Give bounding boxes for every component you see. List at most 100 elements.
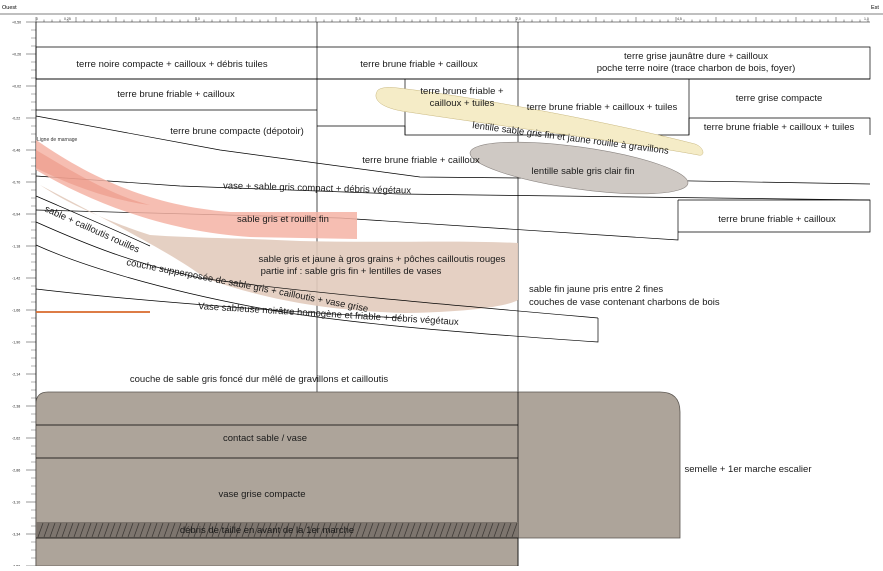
hatch-line: [229, 522, 236, 538]
hatch-line: [97, 522, 104, 538]
hatch-line: [223, 522, 230, 538]
hatch-line: [193, 522, 200, 538]
hatch-line: [439, 522, 446, 538]
depth-label: -1,90: [12, 340, 20, 344]
hatch-line: [301, 522, 308, 538]
hatch-line: [169, 522, 176, 538]
hatch-line: [379, 522, 386, 538]
layer-label: terre brune friable + cailloux: [718, 214, 836, 225]
hatch-line: [295, 522, 302, 538]
hatch-line: [187, 522, 194, 538]
hatch-line: [283, 522, 290, 538]
layer-label: semelle + 1er marche escalier: [685, 464, 812, 475]
hatch-line: [79, 522, 86, 538]
depth-label: -3,10: [12, 500, 20, 504]
hatch-line: [325, 522, 332, 538]
east-label: Est: [871, 5, 879, 11]
hatch-line: [475, 522, 482, 538]
hatch-line: [247, 522, 254, 538]
top-scale-label: 0,25: [64, 17, 71, 21]
marnage-label: Ligne de marnage: [37, 137, 78, 143]
hatch-line: [307, 522, 314, 538]
hatch-line: [145, 522, 152, 538]
hatch-line: [319, 522, 326, 538]
depth-label: -1,42: [12, 276, 20, 280]
hatch-line: [163, 522, 170, 538]
debris-band: [36, 522, 518, 538]
layer-label: terre brune friable + cailloux + tuiles: [527, 102, 678, 113]
hatch-line: [211, 522, 218, 538]
layer-label: terre grise jaunâtre dure + cailloux: [624, 51, 768, 62]
hatch-line: [499, 522, 506, 538]
hatch-line: [463, 522, 470, 538]
hatch-line: [49, 522, 56, 538]
hatch-line: [175, 522, 182, 538]
hatch-line: [361, 522, 368, 538]
hatch-line: [481, 522, 488, 538]
layer-label: terre noire compacte + cailloux + débris…: [76, 59, 267, 70]
hatch-line: [445, 522, 452, 538]
debris-hatch: [37, 522, 518, 538]
hatch-line: [127, 522, 134, 538]
hatch-line: [331, 522, 338, 538]
layer-label: terre brune compacte (dépotoir): [170, 126, 304, 137]
hatch-line: [367, 522, 374, 538]
layer-label: vase grise compacte: [218, 489, 305, 500]
hatch-line: [493, 522, 500, 538]
hatch-line: [457, 522, 464, 538]
depth-label: -0,94: [12, 212, 20, 216]
hatch-line: [415, 522, 422, 538]
hatch-line: [343, 522, 350, 538]
hatch-line: [157, 522, 164, 538]
layer-label: couches de vase contenant charbons de bo…: [529, 297, 720, 308]
layer-label: couche de sable gris foncé dur mêlé de g…: [130, 374, 388, 385]
hatch-line: [151, 522, 158, 538]
lens-label: sable gris et jaune à gros grains + pôch…: [259, 254, 506, 265]
hatch-line: [181, 522, 188, 538]
hatch-line: [259, 522, 266, 538]
hatch-line: [349, 522, 356, 538]
depth-label: -0,22: [12, 116, 20, 120]
hatch-line: [241, 522, 248, 538]
layer-label: terre brune friable + cailloux + tuiles: [704, 122, 855, 133]
layer-label: terre brune friable + cailloux: [362, 155, 480, 166]
layer-label: vase + sable gris compact + débris végét…: [223, 181, 411, 197]
depth-label: -1,66: [12, 308, 20, 312]
vase-boundary: [35, 288, 401, 319]
depth-label: -0,70: [12, 180, 20, 184]
layer-label: terre brune friable + cailloux: [117, 89, 235, 100]
west-label: Ouest: [2, 5, 17, 11]
hatch-line: [313, 522, 320, 538]
hatch-line: [253, 522, 260, 538]
hatch-line: [133, 522, 140, 538]
hatch-line: [43, 522, 50, 538]
stone-block: [35, 391, 681, 567]
hatch-line: [139, 522, 146, 538]
hatch-line: [265, 522, 272, 538]
top-scale-label: 1,0: [195, 17, 200, 21]
upper-layer-outlines: [35, 46, 871, 136]
grey-lens: [469, 141, 689, 195]
pink-lens: [36, 140, 357, 239]
layer-label: débris de taille en avant de la 1er marc…: [180, 525, 354, 536]
hatch-line: [409, 522, 416, 538]
lens-label: lentille sable gris clair fin: [532, 166, 635, 177]
layer-label: poche terre noire (trace charbon de bois…: [597, 63, 796, 74]
depth-label: +0,02: [12, 84, 21, 88]
layer-label: contact sable / vase: [223, 433, 307, 444]
hatch-line: [199, 522, 206, 538]
hatch-line: [85, 522, 92, 538]
hatch-line: [115, 522, 122, 538]
layer-label: terre brune friable + cailloux: [360, 59, 478, 70]
hatch-line: [67, 522, 74, 538]
hatch-line: [73, 522, 80, 538]
hatch-line: [421, 522, 428, 538]
hatch-line: [469, 522, 476, 538]
top-scale-label: 0: [36, 17, 38, 21]
hatch-line: [37, 522, 44, 538]
hatch-line: [373, 522, 380, 538]
hatch-line: [217, 522, 224, 538]
hatch-line: [427, 522, 434, 538]
hatch-line: [487, 522, 494, 538]
